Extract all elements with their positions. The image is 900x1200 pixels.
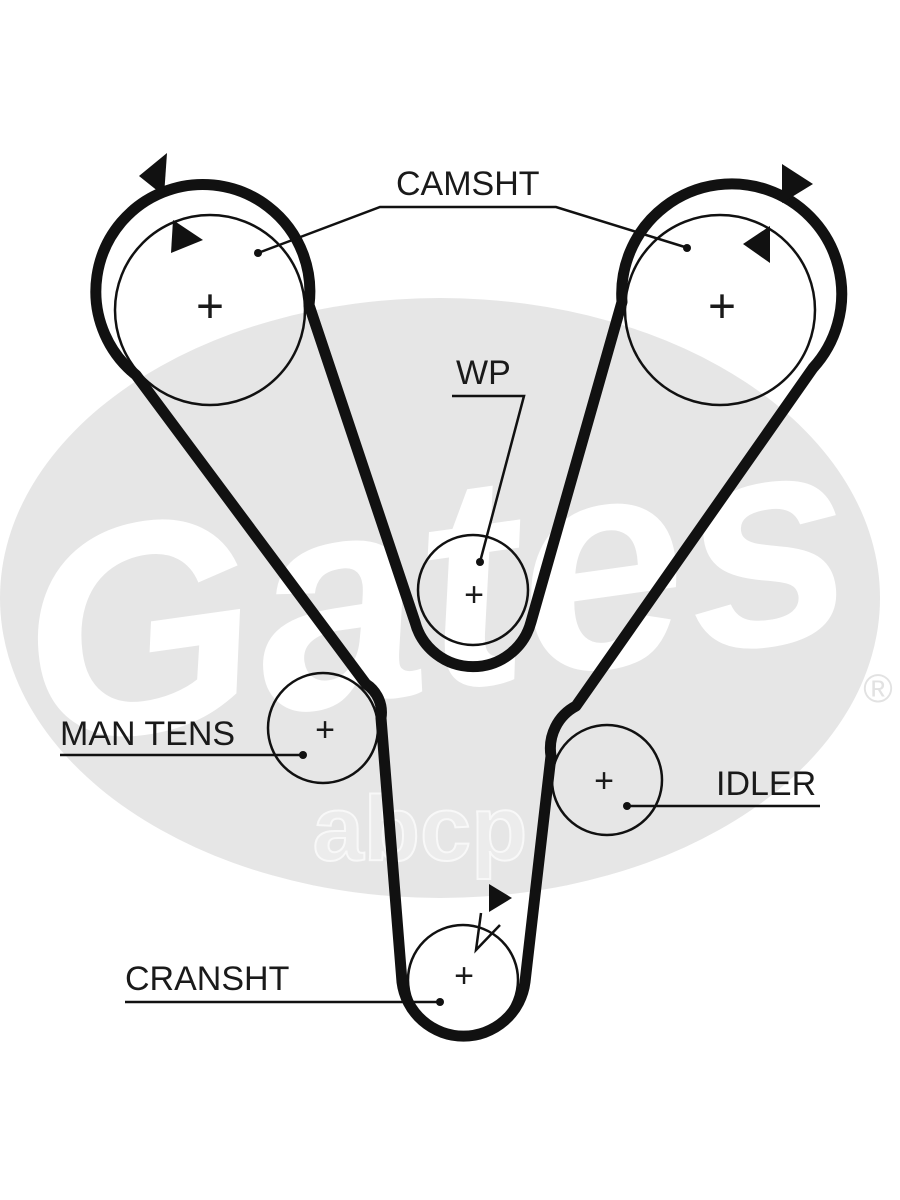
- watermark-registered-mark: ®: [863, 667, 892, 711]
- watermark-oval: [0, 298, 880, 898]
- gates-watermark: Gates ® abcp: [0, 298, 893, 898]
- water-pump-center-mark: +: [464, 576, 484, 614]
- idler-leader-dot: [623, 802, 631, 810]
- idler-label: IDLER: [716, 765, 816, 803]
- water-pump-leader-line: [452, 394, 526, 563]
- timing-belt: [90, 178, 848, 1042]
- camshaft-left-leader-dot: [254, 249, 262, 257]
- manual-tensioner-label: MAN TENS: [60, 715, 235, 753]
- camshaft-right-center-mark: +: [708, 281, 736, 334]
- camshaft-left-center-mark: +: [196, 281, 224, 334]
- watermark-abcp-text: abcp: [313, 778, 528, 880]
- crankshaft-leader-dot: [436, 998, 444, 1006]
- water-pump-leader-dot: [476, 558, 484, 566]
- timing-mark-left-outer: [139, 153, 167, 196]
- crankshaft-center-mark: +: [454, 957, 474, 995]
- camshaft-right-leader-dot: [683, 244, 691, 252]
- crankshaft-label: CRANSHT: [125, 960, 289, 998]
- camshaft-label: CAMSHT: [396, 165, 540, 203]
- timing-mark-crankshaft-line: [474, 912, 501, 954]
- timing-mark-right-outer: [782, 164, 813, 203]
- idler-center-mark: +: [594, 762, 614, 800]
- camshaft-leader-line: [257, 205, 689, 255]
- manual-tensioner-center-mark: +: [315, 711, 335, 749]
- manual-tensioner-leader-dot: [299, 751, 307, 759]
- water-pump-pulley: [416, 533, 530, 647]
- timing-mark-left-inner: [171, 220, 203, 253]
- water-pump-label: WP: [456, 354, 511, 392]
- timing-mark-right-inner: [743, 226, 770, 263]
- timing-mark-crankshaft: [489, 884, 512, 912]
